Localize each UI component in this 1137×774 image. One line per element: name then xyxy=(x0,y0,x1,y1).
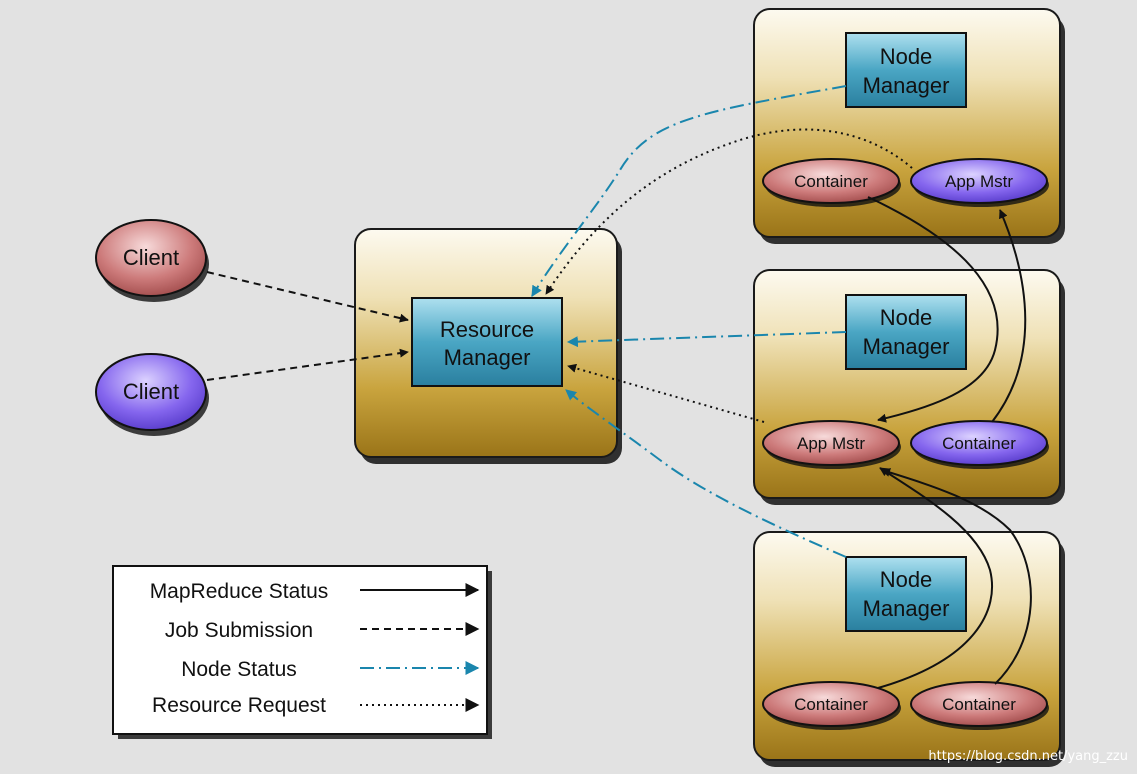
container-node3-b-label: Container xyxy=(942,695,1016,714)
node-status-arrow-node2 xyxy=(566,331,847,348)
node-status-arrow-node1 xyxy=(531,85,847,297)
node-manager-3: Node Manager xyxy=(845,556,967,632)
container-node2: Container xyxy=(910,420,1049,469)
app-master-node2: App Mstr xyxy=(762,420,901,469)
mapreduce-status-arrow-container1 xyxy=(867,196,999,423)
node-manager-1-label-line2: Manager xyxy=(863,73,950,98)
job-submission-arrow-client1 xyxy=(206,271,409,323)
client-2-label: Client xyxy=(123,379,179,404)
resource-manager: Resource Manager xyxy=(411,297,563,387)
node-manager-1-label-line1: Node xyxy=(880,44,933,69)
node-manager-3-label-line1: Node xyxy=(880,567,933,592)
legend: MapReduce Status Job Submission Node Sta… xyxy=(112,565,492,739)
legend-job-submission-label: Job Submission xyxy=(165,619,313,642)
mapreduce-status-arrow-container3a xyxy=(877,467,994,689)
legend-node-status-label: Node Status xyxy=(181,658,297,681)
resource-manager-label-line2: Manager xyxy=(444,345,531,370)
mapreduce-status-arrow-container3b xyxy=(881,468,1032,685)
container-node3-a-label: Container xyxy=(794,695,868,714)
container-node3-a: Container xyxy=(762,681,901,730)
container-node1: Container xyxy=(762,158,901,207)
node-manager-2: Node Manager xyxy=(845,294,967,370)
client-1-label: Client xyxy=(123,245,179,270)
mapreduce-status-arrow-container2 xyxy=(991,209,1027,423)
node-manager-2-label-line1: Node xyxy=(880,305,933,330)
node-manager-2-label-line2: Manager xyxy=(863,334,950,359)
job-submission-arrow-client2 xyxy=(206,348,409,381)
container-node3-b: Container xyxy=(910,681,1049,730)
node-status-arrow-node3 xyxy=(565,389,847,558)
client-1: Client xyxy=(95,219,209,302)
watermark-text: https://blog.csdn.net/yang_zzu xyxy=(928,749,1128,764)
node-manager-1: Node Manager xyxy=(845,32,967,108)
legend-resource-request-label: Resource Request xyxy=(152,694,326,717)
resource-request-arrow-appmstr2 xyxy=(567,363,765,423)
resource-manager-label-line1: Resource xyxy=(440,317,534,342)
app-master-node1-label: App Mstr xyxy=(945,172,1013,191)
container-node1-label: Container xyxy=(794,172,868,191)
app-master-node1: App Mstr xyxy=(910,158,1049,207)
app-master-node2-label: App Mstr xyxy=(797,434,865,453)
container-node2-label: Container xyxy=(942,434,1016,453)
client-2: Client xyxy=(95,353,209,436)
node-manager-3-label-line2: Manager xyxy=(863,596,950,621)
legend-mapreduce-status-label: MapReduce Status xyxy=(150,580,329,603)
